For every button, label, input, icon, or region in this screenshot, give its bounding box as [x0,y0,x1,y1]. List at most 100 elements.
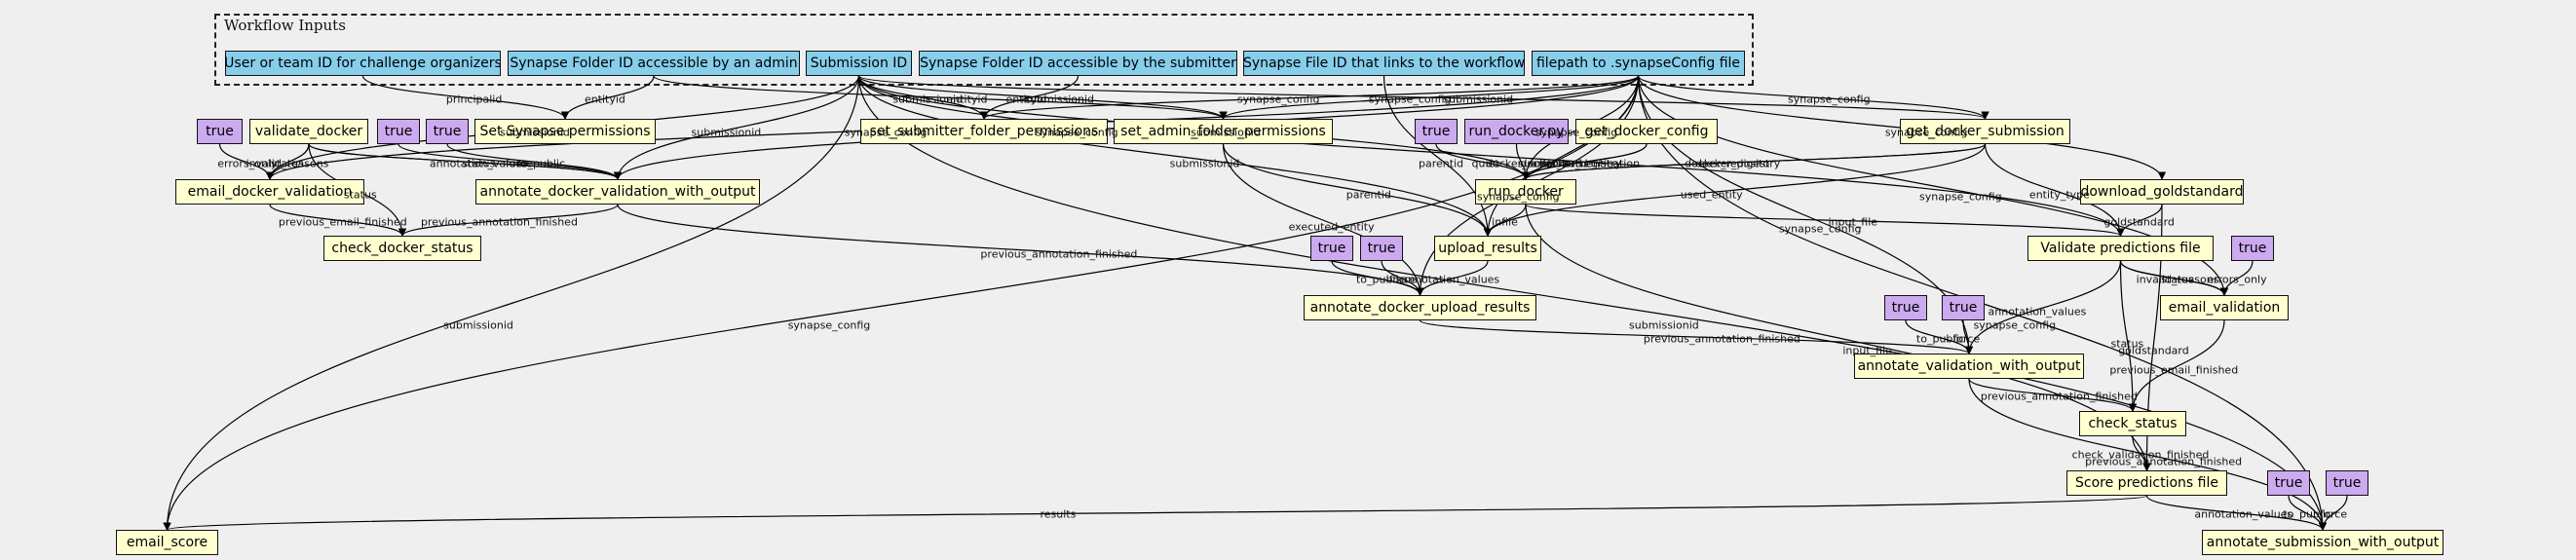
edge-label: submissionid [892,93,964,106]
edge-t9-to-annot_v_out [1962,319,1974,355]
edge-in_admin-to-set_perm [560,75,655,120]
node-in-user: User or team ID for challenge organizers [224,51,502,76]
edge-label: quiet [1471,157,1499,170]
node-validate-docker: validate_docker [249,119,368,144]
edge-in_sub-to-set_subm [857,75,989,120]
edge-label: results [1040,507,1077,521]
edge-label: submissionid [1191,126,1261,139]
edge-label: goldstandard [2118,344,2189,357]
node-run-docker: run_docker [1475,179,1576,205]
edge-run_docker-to-validate_pred [1525,204,2125,237]
edge-in_sub-to-annot_val_out [613,75,860,180]
node-t5: true [1310,236,1353,261]
edge-label: synapse_config [1884,126,1968,139]
edge-label: status [2161,273,2194,286]
node-upload: upload_results [1434,236,1541,261]
node-email-validation: email_validation [2160,295,2289,320]
node-in-file: Synapse File ID that links to the workfl… [1243,51,1525,76]
edge-download_gold-to-validate_pred [2116,204,2163,237]
edge-in_sub-to-upload [857,75,1493,237]
edge-label: to_public [1355,273,1405,286]
edge-label: invalid_reasons [2136,273,2219,286]
edge-email_val-to-check_docker [269,204,407,237]
edge-in_cfg-to-upload [1483,75,1640,237]
edge-label: submissionid [500,126,570,139]
edge-email_validation-to-check_status [2128,319,2225,412]
edge-label: synapse_config [1476,190,1560,204]
edge-score-to-email_score [164,495,2148,531]
edge-in_cfg-to-get_sub [1637,75,1989,120]
node-in-admin: Synapse Folder ID accessible by an admin [508,51,800,76]
node-score: Score predictions file [2066,470,2227,496]
edge-label: previous_annotation_finished [1980,390,2138,403]
edge-label: errors_only [2207,273,2267,286]
edge-get_sub-to-validate_pred [1984,143,2125,237]
node-t3: true [426,119,469,144]
edge-label: synapse_config [1787,93,1871,106]
node-t9: true [1942,295,1985,320]
edge-label: synapse_config [844,126,928,139]
edge-t3-to-annot_val_out [446,143,623,180]
edge-label: entityid [1005,93,1047,106]
edge-label: executed_entity [1288,220,1375,234]
node-t11: true [2326,470,2368,496]
edge-in_user-to-set_perm [361,75,570,120]
edge-label: goldstandard [2103,215,2175,229]
edge-label: submissionid [1024,93,1095,106]
edge-upload-to-annot_upload [1416,260,1489,296]
edge-label: entityid [584,93,625,106]
edge-label: annotation_values [1401,273,1500,286]
edge-label: synapse_config [1778,222,1862,236]
node-t1: true [197,119,243,144]
node-in-subm: Synapse Folder ID accessible by the subm… [919,51,1237,76]
node-get-sub: get_docker_submission [1900,119,2070,144]
edge-label: invalid_reasons [246,157,329,170]
edge-validate_docker-to-email_val [265,143,310,180]
workflow-inputs-cluster [214,14,1754,86]
edge-label: store [1541,157,1570,170]
edge-label: to_public [1915,332,1965,346]
edge-label: docker_digest [1694,157,1770,170]
edge-label: infile [1492,215,1518,229]
edge-label: force [2320,507,2348,521]
node-get-cfg: get_docker_config [1575,119,1718,144]
edge-label: submissionid [691,126,762,139]
edge-label: force [505,157,533,170]
edge-label: previous_annotation_finished [980,247,1138,261]
edge-label: status [2110,337,2144,351]
edge-label: synapse_config [1919,190,2002,204]
edge-label: synapse_config [1036,126,1118,139]
edge-label: previous_annotation_finished [420,215,578,229]
node-in-sub: Submission ID [806,51,912,76]
cluster-label: Workflow Inputs [224,17,346,34]
edge-label: input_file [1842,344,1892,357]
node-in-cfg: filepath to .synapseConfig file [1532,51,1745,76]
edge-t2-to-annot_val_out [398,143,623,180]
edge-in_sub-to-validate_pred [857,75,2125,237]
edge-label: status [462,157,496,170]
edge-label: to_public [516,157,566,170]
node-annot-sub-out: annotate_submission_with_output [2202,530,2443,555]
edge-annot_v_out-to-annot_sub_out [1968,378,2328,531]
node-annot-val-out: annotate_docker_validation_with_output [475,179,760,205]
node-t7: true [2231,236,2274,261]
edge-label: synapse_config [787,318,871,332]
edge-label: synapse_config [1973,318,2057,332]
edge-label: check_validation_finished [2071,448,2210,462]
node-set-perm: Set Synapse permissions [474,119,656,144]
edge-label: force [1388,273,1417,286]
edge-label: errors_only [217,157,278,170]
edge-label: status [271,157,304,170]
edge-in_cfg-to-set_admin [1219,75,1640,120]
edge-label: submissionid [1629,318,1699,332]
node-t6: true [1360,236,1403,261]
edge-label: annotation_values [2194,507,2293,521]
node-t8: true [1884,295,1927,320]
edge-label: principalid [445,93,503,106]
node-annot-upload: annotate_docker_upload_results [1304,295,1536,320]
edge-label: docker_script [1486,157,1558,170]
edge-label: docker_repository [1685,157,1781,170]
node-set-subm: set_submitter_folder_permissions [860,119,1108,144]
edge-label: submissionid [1169,157,1240,170]
edge-label: submissionid [443,318,513,332]
